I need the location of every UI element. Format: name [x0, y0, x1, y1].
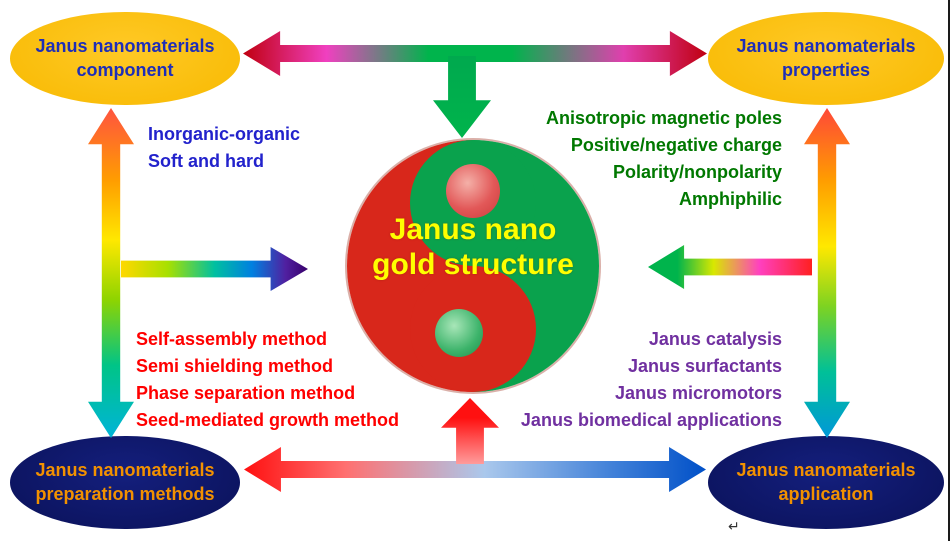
- left-arrow-icon: [648, 245, 812, 289]
- preparation-method-item: Semi shielding method: [136, 356, 334, 376]
- node-component-label: Janus nanomaterials component: [35, 36, 215, 80]
- node-preparation-methods: Janus nanomaterials preparation methods: [10, 436, 240, 529]
- application-item: Janus micromotors: [614, 383, 782, 403]
- property-item: Amphiphilic: [679, 189, 782, 209]
- paragraph-mark-icon: ↵: [728, 518, 740, 534]
- preparation-method-item: Self-assembly method: [136, 329, 328, 349]
- yin-yang-bottom-dot: [435, 309, 483, 357]
- applications-list: Janus catalysis Janus surfactants Janus …: [521, 326, 782, 434]
- right-border-line: [948, 0, 950, 541]
- node-application-label: Janus nanomaterials application: [736, 460, 916, 504]
- up-arrow-icon: [441, 398, 499, 464]
- preparation-method-item: Seed-mediated growth method: [136, 410, 400, 430]
- application-item: Janus biomedical applications: [520, 410, 782, 430]
- property-item: Polarity/nonpolarity: [612, 162, 782, 182]
- node-properties-label: Janus nanomaterials properties: [736, 36, 916, 80]
- preparation-method-item: Phase separation method: [136, 383, 356, 403]
- property-item: Positive/negative charge: [570, 135, 782, 155]
- component-feature-item: Soft and hard: [148, 151, 264, 171]
- application-item: Janus surfactants: [627, 356, 782, 376]
- node-preparation-methods-label: Janus nanomaterials preparation methods: [35, 460, 215, 504]
- center-title: Janus nano gold structure: [347, 212, 599, 282]
- application-item: Janus catalysis: [648, 329, 782, 349]
- yin-yang-circle: Janus nano gold structure: [347, 140, 599, 392]
- right-arrow-icon: [121, 247, 308, 291]
- component-feature-item: Inorganic-organic: [148, 124, 301, 144]
- preparation-methods-list: Self-assembly method Semi shielding meth…: [136, 326, 399, 434]
- node-application: Janus nanomaterials application: [708, 436, 944, 529]
- component-features-list: Inorganic-organic Soft and hard: [148, 121, 300, 175]
- property-item: Anisotropic magnetic poles: [545, 108, 782, 128]
- down-arrow-icon: [433, 56, 491, 138]
- center-title-line1: Janus nano: [389, 213, 557, 246]
- center-title-line2: gold structure: [372, 248, 574, 281]
- node-component: Janus nanomaterials component: [10, 12, 240, 105]
- properties-list: Anisotropic magnetic poles Positive/nega…: [546, 105, 782, 213]
- yin-yang-top-dot: [446, 164, 500, 218]
- node-properties: Janus nanomaterials properties: [708, 12, 944, 105]
